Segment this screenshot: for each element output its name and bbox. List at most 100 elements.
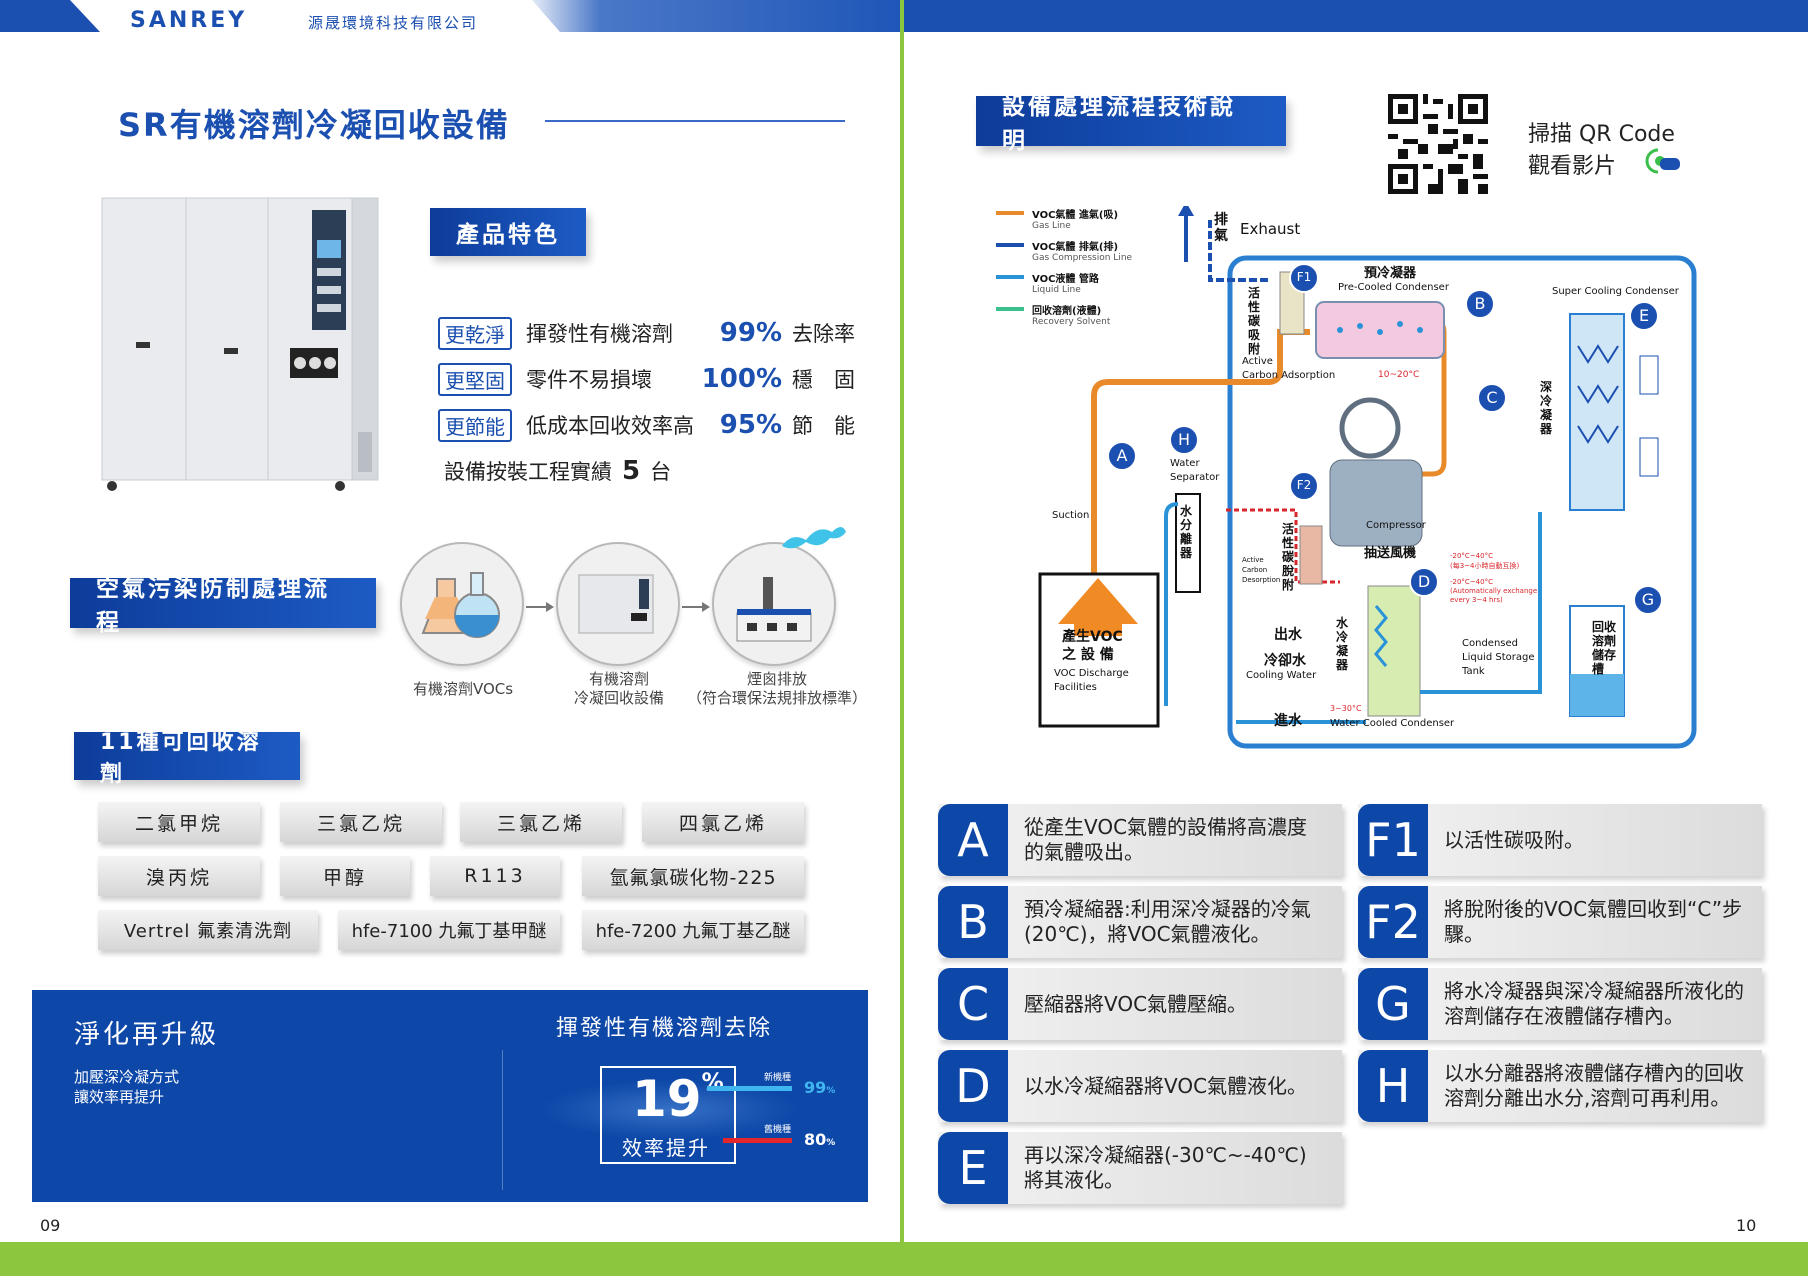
new-model-pct: % bbox=[826, 1086, 836, 1096]
water-condenser-en: Water Cooled Condenser bbox=[1330, 718, 1455, 729]
diagram-label-f2: F2 bbox=[1296, 478, 1312, 492]
step-d: D 以水冷凝縮器將VOC氣體液化。 bbox=[938, 1050, 1342, 1122]
panel-divider bbox=[502, 1050, 503, 1190]
qr-code[interactable] bbox=[1388, 94, 1488, 194]
old-model-bar bbox=[723, 1138, 792, 1143]
feature-row-3: 更節能 低成本回收效率高 95% 節 能 bbox=[438, 402, 858, 448]
panel-title: 淨化再升級 bbox=[74, 1020, 220, 1050]
feature-number: 100% bbox=[701, 364, 782, 394]
super-cooling-en: Super Cooling Condenser bbox=[1552, 286, 1679, 297]
diagram-label-h: H bbox=[1177, 430, 1191, 449]
title-rule bbox=[545, 120, 845, 122]
solvent-chip: 二氯甲烷 bbox=[98, 802, 260, 842]
desorption-zh: 活性碳脫附 bbox=[1282, 522, 1295, 592]
legend-zh: VOC氣體 排氣(排) bbox=[1032, 242, 1119, 253]
feature-number: 99% bbox=[719, 318, 782, 348]
step-text: 以水分離器將液體儲存槽內的回收溶劑分離出水分,溶劑可再利用。 bbox=[1444, 1061, 1744, 1110]
step-letter: D bbox=[938, 1050, 1008, 1122]
legend-swatch bbox=[996, 275, 1024, 279]
note-4: (Automatically exchange bbox=[1450, 587, 1538, 595]
page-title: SR有機溶劑冷凝回收設備 bbox=[118, 106, 510, 144]
smoke-icon bbox=[778, 512, 848, 552]
cooling-water-zh: 冷卻水 bbox=[1264, 653, 1306, 669]
voc-facility-en-1: VOC Discharge bbox=[1054, 668, 1129, 679]
solvent-chip: 三氯乙烯 bbox=[460, 802, 622, 842]
machine-mini-icon bbox=[578, 574, 654, 634]
process-arrow-1 bbox=[526, 598, 554, 612]
compressor-en: Compressor bbox=[1366, 520, 1426, 531]
machine-image bbox=[100, 196, 382, 491]
process-caption-2-line-1: 有機溶劑 冷凝回收設備 bbox=[573, 670, 664, 707]
new-model-bar bbox=[706, 1086, 792, 1091]
pre-condenser-zh: 預冷凝器 bbox=[1364, 266, 1417, 281]
step-text: 從產生VOC氣體的設備將高濃度的氣體吸出。 bbox=[1024, 815, 1308, 864]
diagram-label-f1: F1 bbox=[1296, 270, 1312, 284]
step-text: 壓縮器將VOC氣體壓縮。 bbox=[1024, 991, 1248, 1016]
efficiency-big: 19% bbox=[632, 1070, 724, 1128]
storage-en-3: Tank bbox=[1462, 666, 1485, 677]
solvent-chip: 溴丙烷 bbox=[98, 856, 260, 896]
step-letter: E bbox=[938, 1132, 1008, 1204]
cooling-water-en: Cooling Water bbox=[1246, 670, 1317, 681]
process-caption-2: 有機溶劑 冷凝回收設備 bbox=[554, 670, 684, 708]
solvent-chip: 氫氟氯碳化物-225 bbox=[582, 856, 804, 896]
factory-icon bbox=[736, 577, 812, 642]
old-model-pct: % bbox=[826, 1138, 836, 1148]
tap-icon bbox=[1644, 146, 1684, 176]
legend-swatch bbox=[996, 243, 1024, 247]
solvent-chip: R113 bbox=[430, 856, 560, 896]
legend-zh: 回收溶劑(液體) bbox=[1032, 306, 1102, 317]
in-water: 進水 bbox=[1274, 713, 1302, 729]
solvent-chip: hfe-7200 九氟丁基乙醚 bbox=[582, 910, 804, 950]
legend-swatch bbox=[996, 211, 1024, 215]
diagram-label-g: G bbox=[1641, 590, 1655, 609]
new-model-value: 99% bbox=[804, 1078, 835, 1097]
feature-text: 零件不易損壞 bbox=[526, 368, 652, 392]
features-tag-label: 產品特色 bbox=[456, 222, 560, 248]
step-c: C 壓縮器將VOC氣體壓縮。 bbox=[938, 968, 1342, 1040]
process-step-vocs bbox=[400, 542, 524, 666]
step-text: 將脫附後的VOC氣體回收到“C”步驟。 bbox=[1444, 897, 1743, 946]
solvent-chip: 甲醇 bbox=[280, 856, 410, 896]
feature-suffix: 穩 固 bbox=[792, 368, 855, 392]
page-spine bbox=[900, 0, 904, 1276]
old-model-label: 舊機種 bbox=[764, 1125, 792, 1135]
feature-badge: 更節能 bbox=[438, 408, 512, 442]
suction-label: Suction bbox=[1052, 510, 1090, 521]
note-1: -20°C~40°C bbox=[1450, 552, 1493, 560]
old-model-bar-track bbox=[706, 1138, 792, 1143]
process-caption-1: 有機溶劑VOCs bbox=[412, 680, 514, 698]
voc-facility-en-2: Facilities bbox=[1054, 682, 1097, 693]
legend-en: Gas Compression Line bbox=[1032, 253, 1133, 263]
step-e: E 再以深冷凝縮器(-30℃~-40℃)將其液化。 bbox=[938, 1132, 1342, 1204]
qr-text-1: 掃描 QR Code bbox=[1528, 122, 1675, 147]
water-condenser-temp: 3~30°C bbox=[1330, 704, 1362, 713]
active-carbon-en-1: Active bbox=[1242, 356, 1273, 367]
right-title-tag: 設備處理流程技術說明 bbox=[976, 94, 1286, 154]
feature-text: 低成本回收效率高 bbox=[526, 414, 694, 438]
desorption-en-2: Carbon bbox=[1242, 566, 1268, 574]
bottom-bar bbox=[0, 1242, 1808, 1276]
right-title-label: 設備處理流程技術說明 bbox=[1002, 94, 1236, 154]
legend-item: VOC氣體 排氣(排)Gas Compression Line bbox=[996, 238, 1196, 270]
step-letter: H bbox=[1358, 1050, 1428, 1122]
solvents-tag-label: 11種可回收溶劑 bbox=[100, 730, 262, 787]
efficiency-big-number: 19 bbox=[632, 1070, 702, 1128]
compressor-zh: 抽送風機 bbox=[1364, 546, 1417, 561]
solvent-chip: hfe-7100 九氟丁基甲醚 bbox=[338, 910, 560, 950]
feature-suffix: 節 能 bbox=[792, 414, 855, 438]
panel-sub-1: 加壓深冷凝方式 bbox=[74, 1068, 180, 1086]
process-diagram bbox=[1030, 202, 1710, 754]
legend-en: Gas Line bbox=[1032, 221, 1071, 231]
diagram-label-a: A bbox=[1116, 446, 1128, 465]
step-text: 以水冷凝縮器將VOC氣體液化。 bbox=[1024, 1073, 1308, 1098]
feature-row-2: 更堅固 零件不易損壞 100% 穩 固 bbox=[438, 356, 858, 402]
feature-text: 揮發性有機溶劑 bbox=[526, 322, 673, 346]
step-letter: B bbox=[938, 886, 1008, 958]
panel-sub-2: 讓效率再提升 bbox=[74, 1088, 165, 1106]
feature-suffix: 去除率 bbox=[792, 322, 855, 346]
pre-condenser-temp: 10~20°C bbox=[1378, 370, 1420, 380]
step-a: A 從產生VOC氣體的設備將高濃度的氣體吸出。 bbox=[938, 804, 1342, 876]
efficiency-big-unit: % bbox=[701, 1070, 724, 1095]
